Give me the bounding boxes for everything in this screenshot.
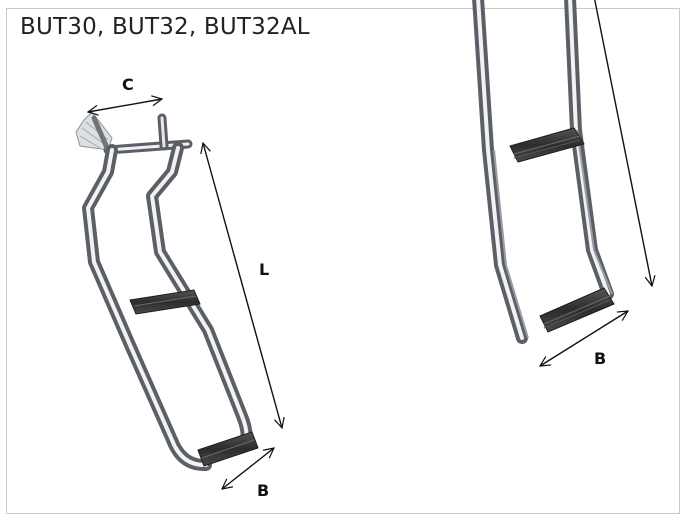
dimension-b-left-label: B (257, 481, 269, 500)
left-ladder-step-bottom (197, 431, 259, 467)
dimension-l: L (203, 143, 282, 428)
right-ladder-step-lower (539, 287, 615, 333)
left-ladder-step-middle (129, 289, 201, 315)
right-ladder-step-upper (509, 127, 585, 163)
figure-title: BUT30, BUT32, BUT32AL (20, 14, 310, 40)
left-rail (82, 144, 212, 471)
right-ladder-right-rail (564, 0, 614, 300)
dimension-l-right-arrow (594, 0, 652, 286)
dimension-c-label: C (122, 75, 134, 94)
left-ladder (75, 111, 259, 471)
dimension-l-right (594, 0, 652, 286)
dimension-c-arrow (88, 99, 162, 112)
dimension-b-right-label: B (594, 349, 606, 368)
dimension-b-right: B (540, 311, 628, 368)
right-ladder (472, 0, 615, 344)
right-ladder-left-rail (472, 0, 529, 344)
dimension-l-label: L (259, 260, 269, 279)
dimension-b-left: B (222, 448, 274, 500)
dimension-c: C (88, 75, 162, 112)
dimension-b-right-arrow (540, 311, 628, 366)
figure-frame (6, 8, 680, 514)
dimension-b-left-arrow (222, 448, 274, 489)
dimension-l-arrow (203, 143, 282, 428)
